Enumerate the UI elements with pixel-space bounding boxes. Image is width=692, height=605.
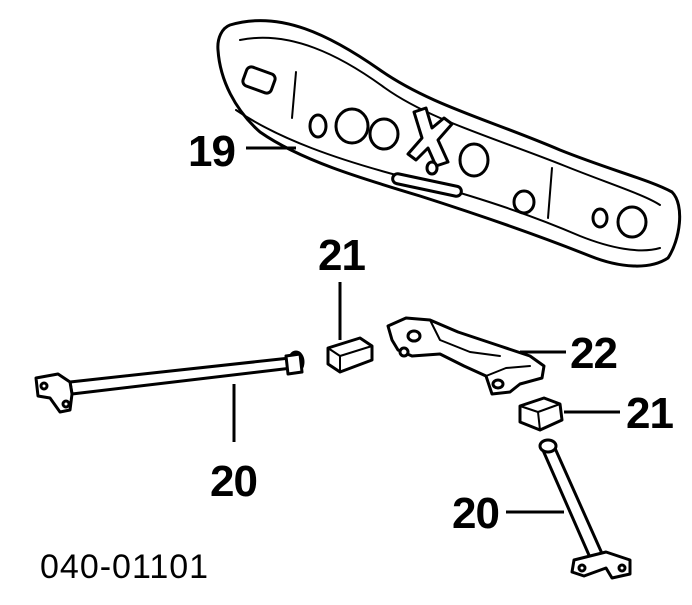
- clip-part-21-right: [518, 396, 564, 432]
- callout-21-top: 21: [318, 231, 365, 280]
- callout-22: 22: [570, 329, 617, 378]
- callout-21-right: 21: [626, 389, 673, 438]
- callout-20-left: 20: [210, 457, 257, 506]
- callout-19: 19: [188, 127, 235, 176]
- clip-part-21-upper: [326, 336, 374, 374]
- bracket-part-22: [386, 316, 546, 396]
- callout-20-right: 20: [452, 489, 499, 538]
- rod-part-20-left: [34, 350, 305, 414]
- rod-part-20-right: [538, 438, 632, 580]
- panel-part-19: [216, 19, 682, 268]
- diagram-code: 040-01101: [40, 548, 209, 586]
